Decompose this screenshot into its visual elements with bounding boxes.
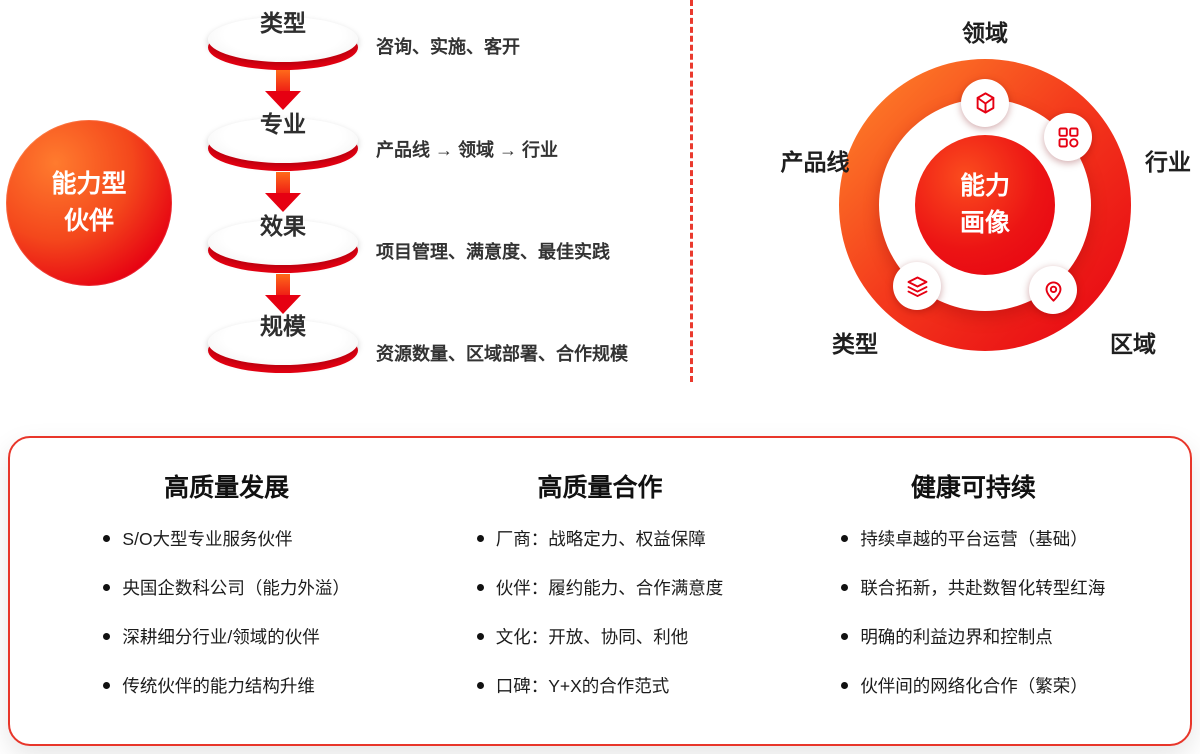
step-label: 规模 [260,313,306,339]
radial-label-type: 类型 [832,331,878,357]
list-item: 伙伴：履约能力、合作满意度 [477,575,724,600]
badge-line2: 伙伴 [63,207,114,235]
pin-icon [1029,266,1077,314]
step-desc: 咨询、实施、客开 [376,37,520,57]
disc-face [208,320,358,365]
step-desc: 资源数量、区域部署、合作规模 [376,344,628,364]
capability-partner-badge: 能力型 伙伴 [6,120,172,286]
step-desc: 项目管理、满意度、最佳实践 [376,242,610,262]
bullet-list: 持续卓越的平台运营（基础） 联合拓新，共赴数智化转型红海 明确的利益边界和控制点… [841,526,1105,698]
list-item: 厂商：战略定力、权益保障 [477,526,724,551]
down-arrow-icon [265,274,301,314]
list-item: S/O大型专业服务伙伴 [103,526,350,551]
capability-portrait-diagram: 能力 画像 领域 产品线 行业 类型 区域 [700,0,1200,405]
list-item: 持续卓越的平台运营（基础） [841,526,1105,551]
column-title: 健康可持续 [910,474,1036,502]
list-item: 明确的利益边界和控制点 [841,624,1105,649]
radial-label-domain: 领域 [962,20,1008,46]
list-item: 深耕细分行业/领域的伙伴 [103,624,350,649]
grid-icon [1044,113,1092,161]
disc-face [208,118,358,163]
disc-face [208,220,358,265]
funnel-step-scale: 规模 [208,313,358,373]
column-high-quality-cooperation: 高质量合作 厂商：战略定力、权益保障 伙伴：履约能力、合作满意度 文化：开放、协… [413,468,786,744]
layers-icon [893,262,941,310]
badge-line1: 能力型 [51,170,127,198]
core-line1: 能力 [959,172,1010,200]
funnel-step-type: 类型 [208,10,358,70]
list-item: 口碑：Y+X的合作范式 [477,673,724,698]
list-item: 央国企数科公司（能力外溢） [103,575,350,600]
cube-icon [961,79,1009,127]
list-item: 文化：开放、协同、利他 [477,624,724,649]
radial-label-industry: 行业 [1145,149,1191,175]
column-title: 高质量发展 [164,474,290,502]
down-arrow-icon [265,172,301,212]
core-line2: 画像 [959,209,1010,237]
vertical-dashed-divider [690,0,693,382]
capability-portrait-core: 能力 画像 [915,135,1055,275]
list-item: 联合拓新，共赴数智化转型红海 [841,575,1105,600]
step-desc: 产品线 → 领域 → 行业 [376,140,559,160]
summary-panel: 高质量发展 S/O大型专业服务伙伴 央国企数科公司（能力外溢） 深耕细分行业/领… [8,436,1192,746]
funnel-step-profession: 专业 [208,111,358,171]
step-label: 类型 [260,10,306,36]
list-item: 传统伙伴的能力结构升维 [103,673,350,698]
column-healthy-sustainable: 健康可持续 持续卓越的平台运营（基础） 联合拓新，共赴数智化转型红海 明确的利益… [787,468,1160,744]
list-item: 伙伴间的网络化合作（繁荣） [841,673,1105,698]
radial-label-product-line: 产品线 [780,149,850,175]
step-label: 专业 [260,111,306,137]
column-high-quality-development: 高质量发展 S/O大型专业服务伙伴 央国企数科公司（能力外溢） 深耕细分行业/领… [40,468,413,744]
column-title: 高质量合作 [537,474,663,502]
bullet-list: 厂商：战略定力、权益保障 伙伴：履约能力、合作满意度 文化：开放、协同、利他 口… [477,526,724,698]
funnel-step-effect: 效果 [208,213,358,273]
disc-face [208,17,358,62]
down-arrow-icon [265,70,301,110]
bullet-list: S/O大型专业服务伙伴 央国企数科公司（能力外溢） 深耕细分行业/领域的伙伴 传… [103,526,350,698]
radial-label-region: 区域 [1110,331,1156,357]
step-label: 效果 [260,213,306,239]
